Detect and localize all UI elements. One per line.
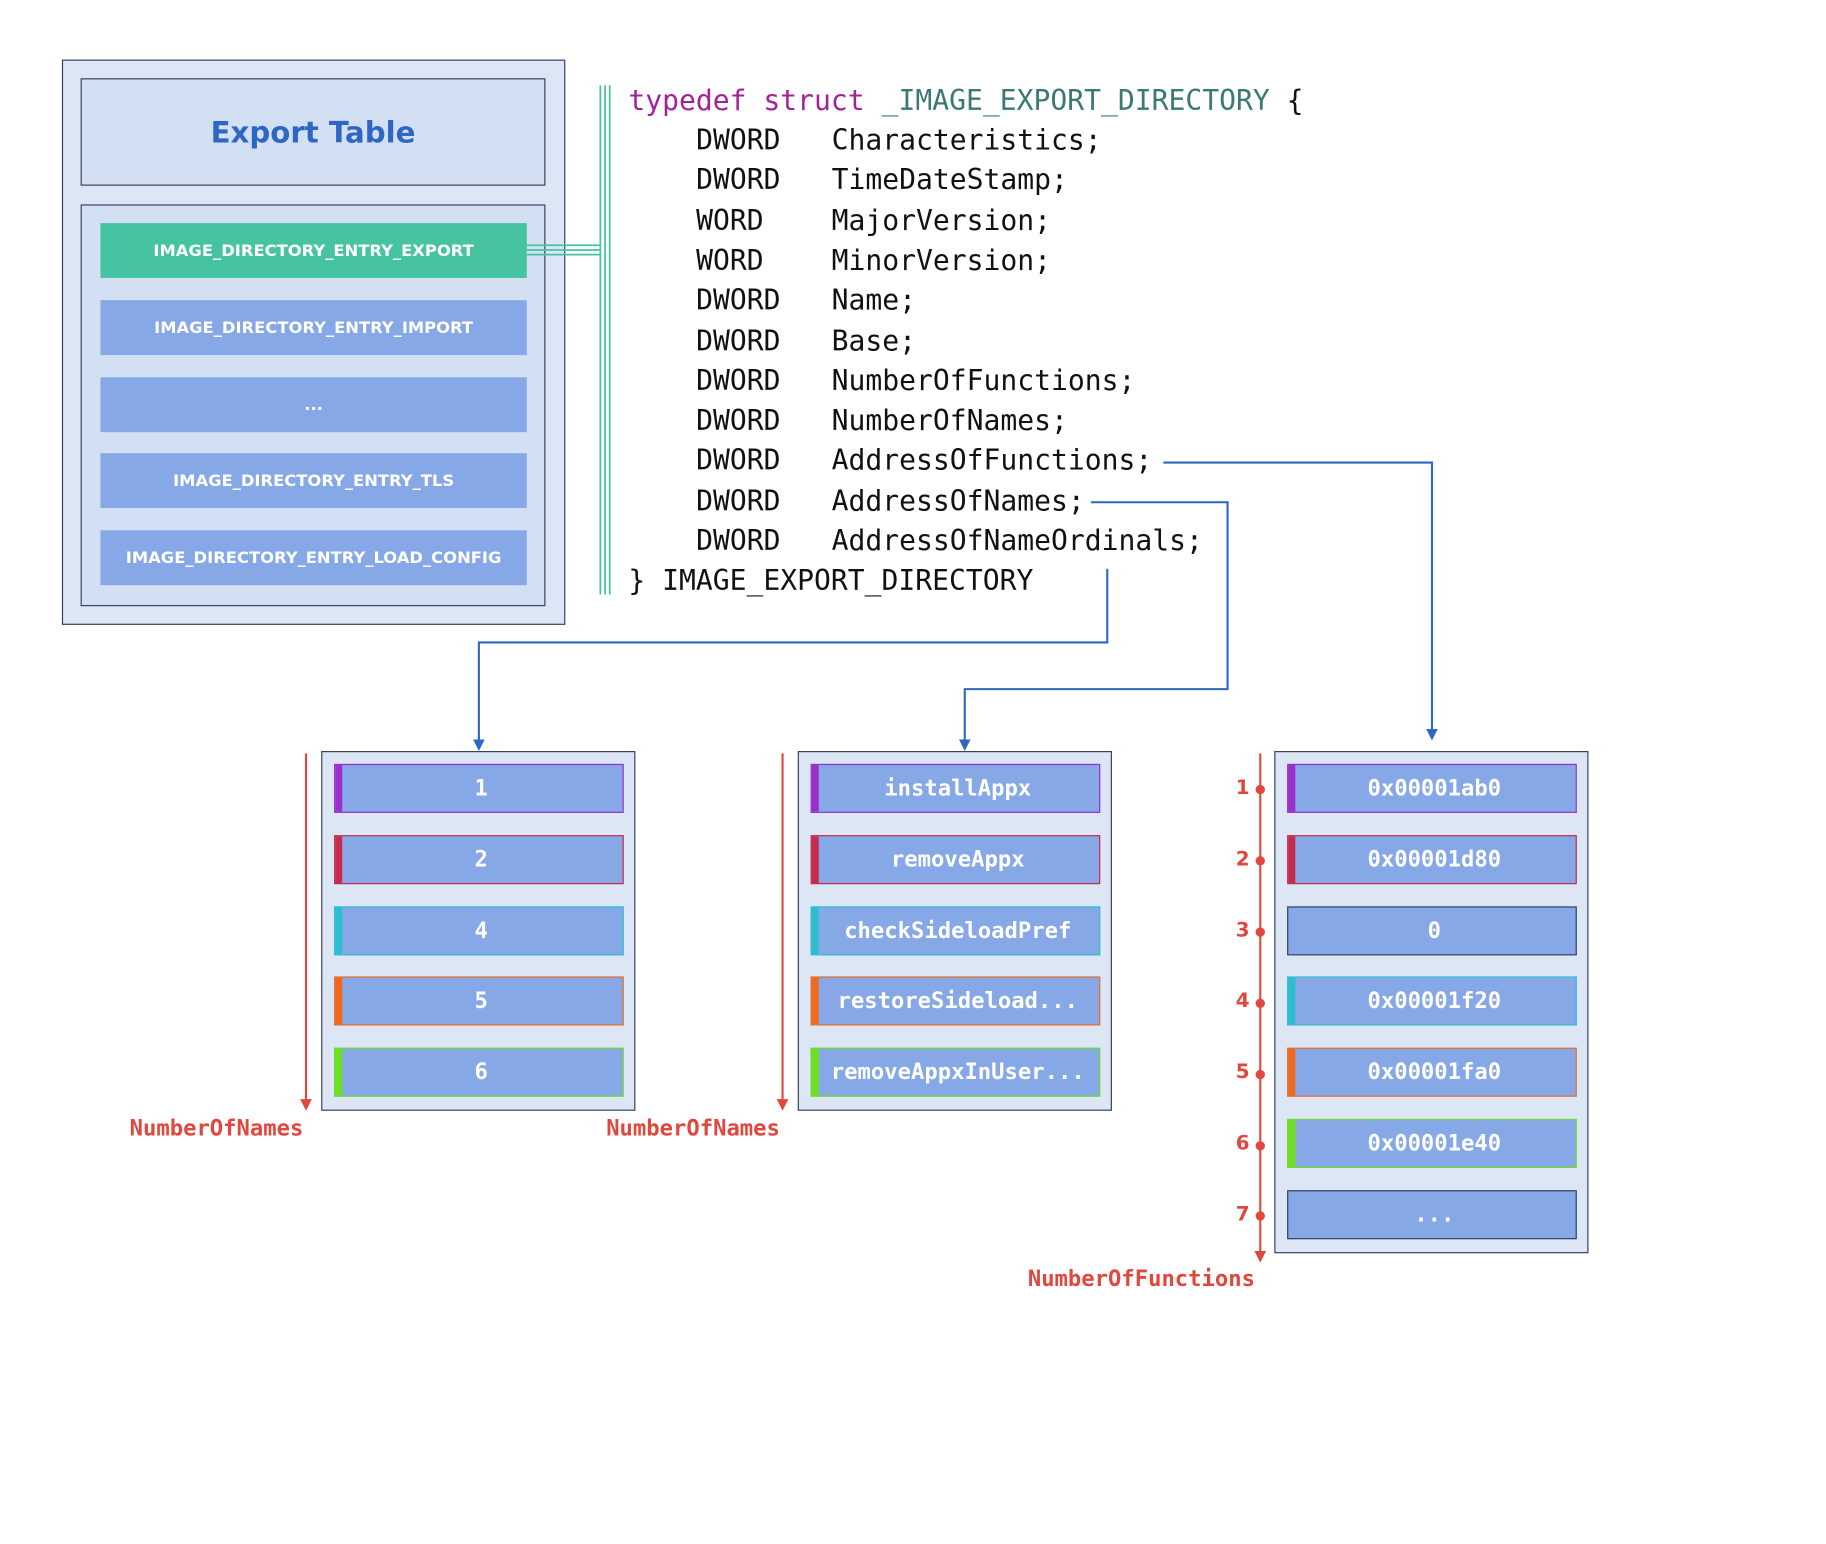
name-cell-text: removeAppxInUser... bbox=[830, 1059, 1085, 1086]
pointer-address-of-names bbox=[958, 501, 1229, 752]
function-address-cell: 0x00001fa0 bbox=[1287, 1047, 1577, 1097]
function-address-cell-text: 0x00001e40 bbox=[1367, 1130, 1502, 1157]
function-index-label: 5 bbox=[1235, 1060, 1250, 1085]
struct-field-name: MinorVersion; bbox=[831, 243, 1052, 277]
function-index-dots bbox=[1255, 784, 1265, 1221]
struct-field-type: DWORD bbox=[696, 484, 781, 518]
struct-field-type: WORD bbox=[696, 203, 764, 237]
directory-entry-tls: IMAGE_DIRECTORY_ENTRY_TLS bbox=[100, 453, 527, 509]
export-table-title: Export Table bbox=[210, 115, 416, 149]
function-index-label: 7 bbox=[1235, 1202, 1250, 1227]
name-cell-text: installAppx bbox=[884, 775, 1032, 802]
struct-field-name: Base; bbox=[831, 324, 917, 357]
struct-field-type: WORD bbox=[696, 243, 764, 277]
color-marker bbox=[1288, 836, 1296, 883]
struct-field-name: AddressOfNames; bbox=[831, 484, 1085, 518]
name-cell: checkSideloadPref bbox=[810, 905, 1101, 955]
color-marker bbox=[811, 836, 819, 883]
ordinal-cell: 5 bbox=[334, 976, 624, 1026]
color-marker bbox=[811, 1049, 819, 1096]
struct-field-type: DWORD bbox=[696, 524, 781, 558]
struct-field-name: AddressOfNameOrdinals; bbox=[831, 524, 1203, 558]
function-index-label: 2 bbox=[1235, 847, 1250, 872]
struct-field-type: DWORD bbox=[696, 123, 781, 157]
function-address-cell: 0x00001e40 bbox=[1287, 1118, 1577, 1168]
color-marker bbox=[335, 836, 343, 883]
struct-field-type: DWORD bbox=[696, 404, 781, 437]
function-address-cell-text: 0x00001f20 bbox=[1367, 988, 1502, 1015]
function-index-label: 6 bbox=[1235, 1131, 1250, 1156]
struct-field-name: NumberOfNames; bbox=[831, 404, 1068, 437]
function-address-cell: 0x00001ab0 bbox=[1287, 763, 1577, 813]
struct-field-type: DWORD bbox=[696, 324, 781, 357]
ordinals-count-label: NumberOfNames bbox=[129, 1115, 304, 1142]
name-cell: restoreSideload... bbox=[810, 976, 1101, 1026]
struct-field-name: NumberOfFunctions; bbox=[831, 364, 1136, 397]
function-address-cell-text: 0 bbox=[1427, 917, 1441, 944]
directory-entry-load-config: IMAGE_DIRECTORY_ENTRY_LOAD_CONFIG bbox=[100, 530, 527, 586]
ordinal-cell-text: 1 bbox=[474, 775, 488, 802]
name-cell-text: checkSideloadPref bbox=[844, 917, 1072, 944]
function-index-label: 4 bbox=[1235, 989, 1250, 1014]
color-marker bbox=[811, 978, 819, 1025]
directory-entry-import: IMAGE_DIRECTORY_ENTRY_IMPORT bbox=[100, 300, 527, 356]
name-cell: removeAppxInUser... bbox=[810, 1047, 1101, 1097]
color-marker bbox=[1288, 1049, 1296, 1096]
connector-lines bbox=[300, 85, 1438, 1263]
struct-bracket bbox=[526, 85, 611, 595]
struct-field-type: DWORD bbox=[696, 163, 781, 197]
name-cell-text: removeAppx bbox=[890, 846, 1025, 873]
function-address-cell-text: ... bbox=[1414, 1201, 1455, 1228]
pointer-address-of-functions bbox=[1163, 461, 1438, 741]
color-marker bbox=[811, 907, 819, 954]
color-marker bbox=[335, 765, 343, 812]
name-cell: installAppx bbox=[810, 763, 1101, 813]
color-marker bbox=[335, 907, 343, 954]
export-table-header: Export Table bbox=[80, 78, 546, 186]
ordinal-cell-text: 6 bbox=[474, 1059, 488, 1086]
ordinal-cell: 1 bbox=[334, 763, 624, 813]
ordinal-cell: 4 bbox=[334, 905, 624, 955]
function-address-cell-text: 0x00001fa0 bbox=[1367, 1059, 1502, 1086]
struct-field-type: DWORD bbox=[696, 364, 781, 397]
struct-closing-line: } IMAGE_EXPORT_DIRECTORY bbox=[628, 564, 1034, 597]
struct-field-type: DWORD bbox=[696, 284, 781, 317]
function-address-cell-text: 0x00001ab0 bbox=[1367, 775, 1502, 802]
struct-field-name: Characteristics; bbox=[831, 123, 1102, 157]
color-marker bbox=[1288, 978, 1296, 1025]
pointer-lines bbox=[473, 461, 1438, 752]
directory-entry-ellipsis: ... bbox=[100, 377, 527, 433]
color-marker bbox=[1288, 765, 1296, 812]
ordinal-cell: 2 bbox=[334, 834, 624, 884]
struct-field-name: TimeDateStamp; bbox=[831, 163, 1068, 197]
ordinal-cell-text: 5 bbox=[474, 988, 488, 1015]
struct-field-name: Name; bbox=[831, 284, 917, 317]
struct-field-name: AddressOfFunctions; bbox=[831, 444, 1153, 478]
color-marker bbox=[335, 978, 343, 1025]
color-marker bbox=[335, 1049, 343, 1096]
function-index-label: 1 bbox=[1235, 776, 1250, 801]
color-marker bbox=[811, 765, 819, 812]
ordinal-cell: 6 bbox=[334, 1047, 624, 1097]
pointer-address-of-name-ordinals bbox=[473, 568, 1109, 752]
directory-entry-export: IMAGE_DIRECTORY_ENTRY_EXPORT bbox=[100, 223, 527, 278]
function-address-cell: 0 bbox=[1287, 905, 1577, 955]
struct-field-type: DWORD bbox=[696, 444, 781, 478]
name-cell-text: restoreSideload... bbox=[837, 988, 1079, 1015]
functions-count-label: NumberOfFunctions bbox=[1027, 1266, 1255, 1292]
function-address-cell: 0x00001f20 bbox=[1287, 976, 1577, 1026]
name-cell: removeAppx bbox=[810, 834, 1101, 884]
function-address-cell: ... bbox=[1287, 1189, 1577, 1240]
names-count-label: NumberOfNames bbox=[606, 1115, 780, 1142]
function-address-cell: 0x00001d80 bbox=[1287, 834, 1577, 884]
struct-field-name: MajorVersion; bbox=[831, 203, 1052, 237]
color-marker bbox=[1288, 1120, 1296, 1167]
ordinal-cell-text: 2 bbox=[474, 846, 488, 873]
ordinal-cell-text: 4 bbox=[474, 917, 488, 944]
function-index-label: 3 bbox=[1235, 918, 1250, 943]
function-address-cell-text: 0x00001d80 bbox=[1367, 846, 1502, 873]
struct-header-line: typedef struct _IMAGE_EXPORT_DIRECTORY { bbox=[628, 84, 1304, 117]
